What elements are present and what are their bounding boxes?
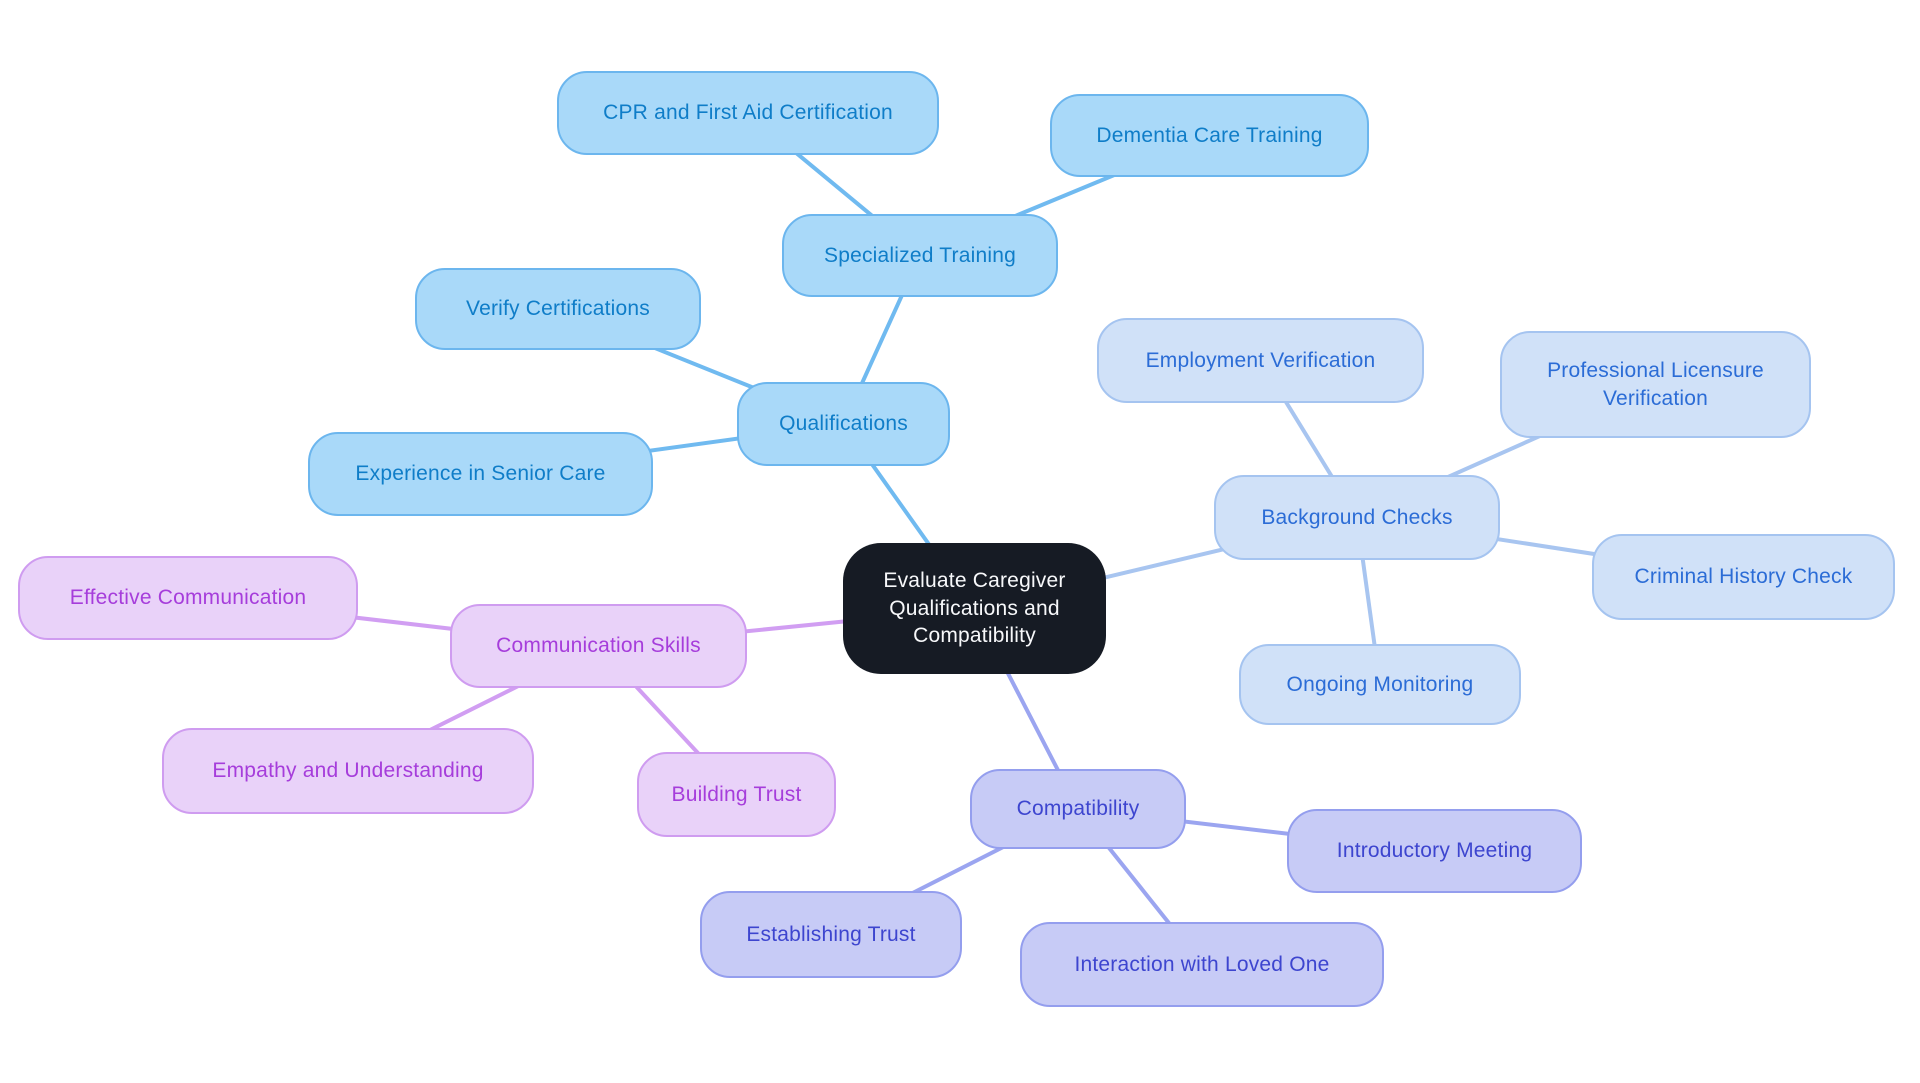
mindmap-node-cpr[interactable]: CPR and First Aid Certification [557,71,939,155]
mindmap-node-criminal[interactable]: Criminal History Check [1592,534,1895,620]
mindmap-node-compatibility[interactable]: Compatibility [970,769,1186,849]
mindmap-node-effective[interactable]: Effective Communication [18,556,358,640]
mindmap-node-central[interactable]: Evaluate Caregiver Qualifications and Co… [843,543,1106,674]
mindmap-node-comm-skills[interactable]: Communication Skills [450,604,747,688]
mindmap-node-interaction[interactable]: Interaction with Loved One [1020,922,1384,1007]
mindmap-node-trust[interactable]: Building Trust [637,752,836,837]
mindmap-node-empathy[interactable]: Empathy and Understanding [162,728,534,814]
mindmap-node-monitoring[interactable]: Ongoing Monitoring [1239,644,1521,725]
mindmap-node-intro-meeting[interactable]: Introductory Meeting [1287,809,1582,893]
mindmap-node-specialized[interactable]: Specialized Training [782,214,1058,297]
mindmap-node-dementia[interactable]: Dementia Care Training [1050,94,1369,177]
mindmap-node-background[interactable]: Background Checks [1214,475,1500,560]
mindmap-node-establishing[interactable]: Establishing Trust [700,891,962,978]
mindmap-node-licensure[interactable]: Professional Licensure Verification [1500,331,1811,438]
mindmap-node-experience[interactable]: Experience in Senior Care [308,432,653,516]
mindmap-node-qualifications[interactable]: Qualifications [737,382,950,466]
mindmap-node-verify-certs[interactable]: Verify Certifications [415,268,701,350]
mindmap-node-employment[interactable]: Employment Verification [1097,318,1424,403]
